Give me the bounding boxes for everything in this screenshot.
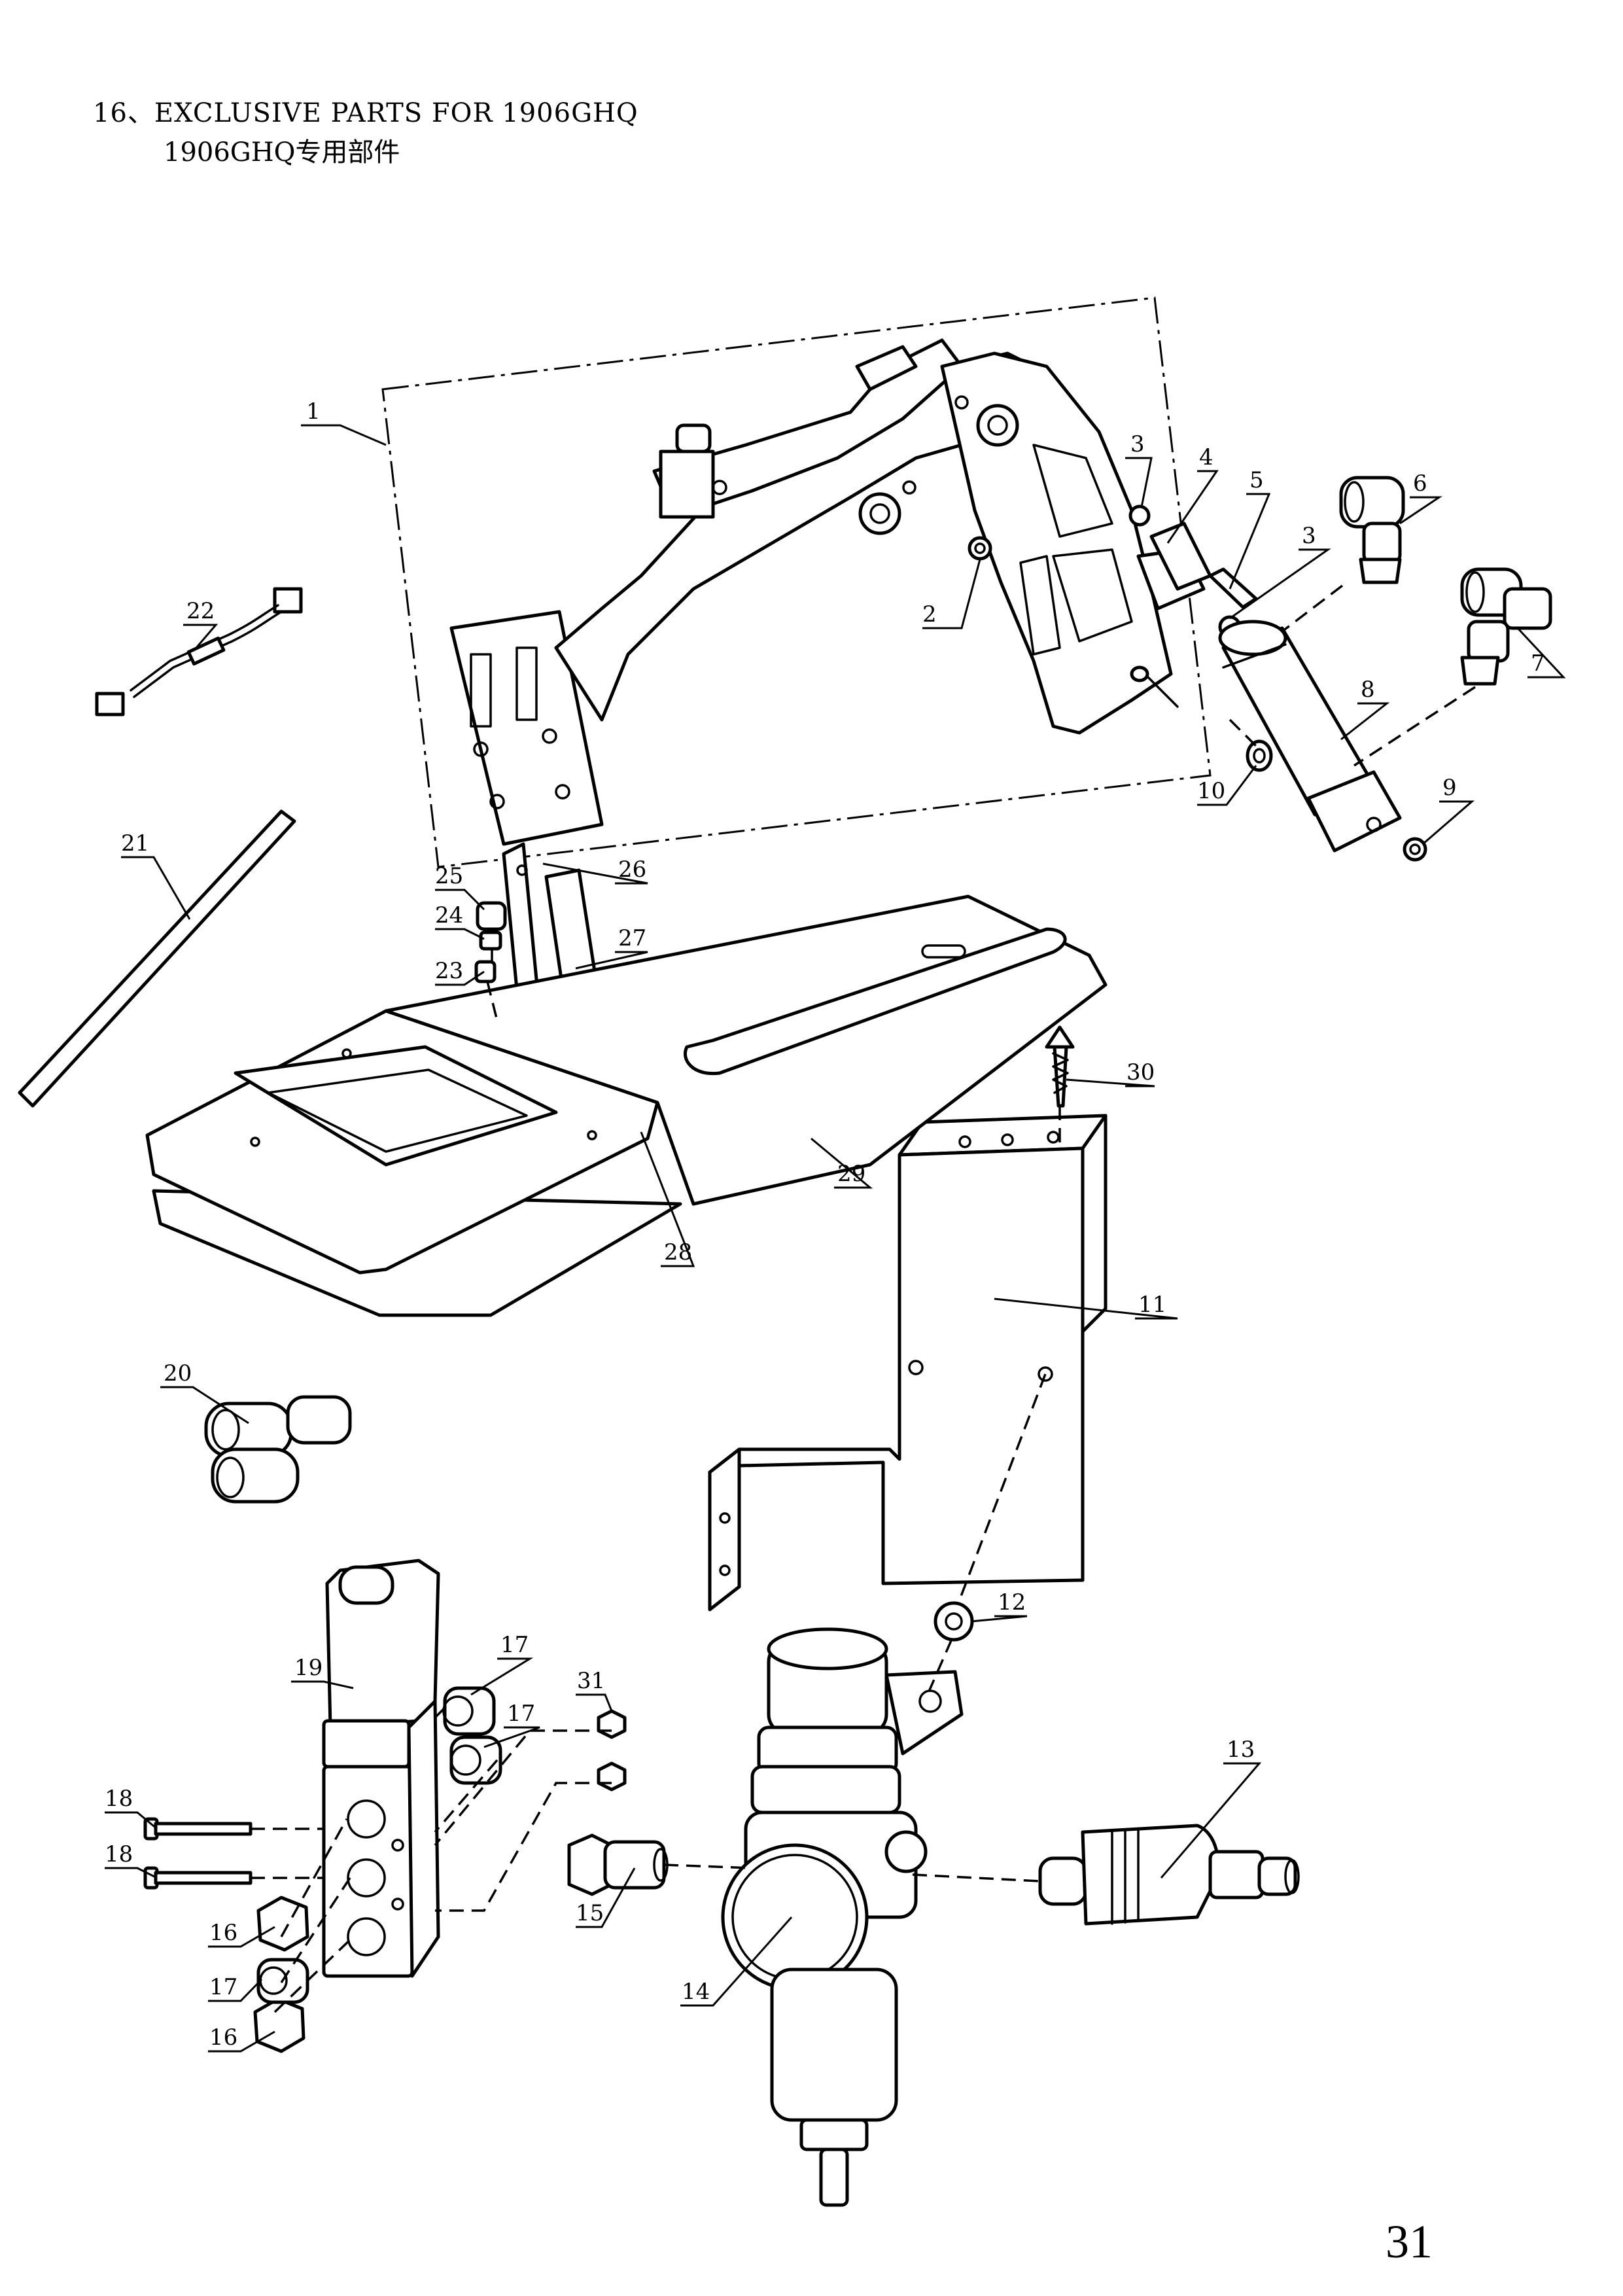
callout-18-upper: 18 <box>105 1786 133 1812</box>
part-31-nut-upper <box>597 1709 627 1739</box>
part-20-y-fitting <box>204 1395 352 1504</box>
callout-16-lower: 16 <box>209 2024 237 2051</box>
callout-17-upper: 17 <box>500 1632 529 1658</box>
part-16-plug-upper <box>256 1896 309 1952</box>
part-3-nut-upper <box>1128 504 1151 527</box>
callout-20: 20 <box>164 1360 192 1386</box>
part-24-washer <box>479 930 502 951</box>
part-25-screw <box>476 901 507 931</box>
callout-16-upper: 16 <box>209 1920 237 1946</box>
callout-numbers: 1 2 3 3 4 5 6 7 8 9 10 11 12 13 14 15 16… <box>105 398 1545 2051</box>
assembly-dashed-lines <box>251 584 1476 2013</box>
part-21-air-tube <box>18 809 296 1108</box>
part-31-nut-lower <box>597 1761 627 1792</box>
callout-25: 25 <box>435 863 463 889</box>
callout-30: 30 <box>1126 1059 1155 1086</box>
part-2-screw <box>968 536 992 561</box>
callout-17-lower: 17 <box>209 1974 237 2000</box>
callout-8: 8 <box>1361 677 1375 703</box>
part-29-slide-plate <box>384 894 1108 1206</box>
diagram-title: 16、EXCLUSIVE PARTS FOR 1906GHQ <box>93 98 638 128</box>
part-19-solenoid-valve <box>322 1559 440 1978</box>
callout-23: 23 <box>435 958 463 984</box>
callout-3-lower: 3 <box>1302 523 1316 549</box>
callout-22: 22 <box>186 598 215 624</box>
assembly-1-boundary <box>381 296 1212 868</box>
part-15-adapter <box>567 1833 669 1896</box>
callout-leader-lines <box>105 424 1566 2053</box>
part-18-bolt-lower <box>143 1866 253 1890</box>
part-11-mounting-bracket <box>708 1114 1108 1612</box>
callout-13: 13 <box>1227 1737 1255 1763</box>
callout-24: 24 <box>435 902 463 928</box>
callout-7: 7 <box>1531 650 1545 677</box>
callout-21: 21 <box>121 830 149 857</box>
part-30-wood-screw <box>1045 1025 1075 1108</box>
part-8-air-cylinder <box>1218 620 1402 853</box>
diagram-subtitle: 1906GHQ专用部件 <box>164 137 400 168</box>
page-number: 31 <box>1386 2216 1433 2268</box>
part-14-filter-regulator <box>721 1627 964 2207</box>
part-12-nut <box>934 1601 974 1642</box>
callout-1: 1 <box>306 398 321 425</box>
callout-14: 14 <box>682 1979 710 2005</box>
callout-11: 11 <box>1138 1292 1166 1318</box>
part-7-tee-fitting <box>1460 567 1552 686</box>
callout-3-upper: 3 <box>1130 431 1145 457</box>
part-22-wire-harness <box>95 587 303 716</box>
part-9-retaining-ring <box>1403 837 1427 862</box>
callout-26: 26 <box>618 857 646 883</box>
callout-18-lower: 18 <box>105 1841 133 1867</box>
part-18-bolt-upper <box>143 1817 253 1841</box>
part-1-arm-assembly <box>449 338 1206 846</box>
callout-17-middle: 17 <box>507 1701 535 1727</box>
callout-15: 15 <box>576 1900 604 1926</box>
callout-12: 12 <box>998 1589 1026 1616</box>
callout-2: 2 <box>922 601 937 627</box>
part-10-washer <box>1246 739 1273 772</box>
callout-28: 28 <box>664 1239 692 1265</box>
part-5-pin <box>1130 567 1258 708</box>
callout-4: 4 <box>1199 444 1213 470</box>
callout-31: 31 <box>577 1668 605 1694</box>
callout-29: 29 <box>837 1161 865 1187</box>
callout-9: 9 <box>1442 775 1457 801</box>
part-6-elbow-fitting <box>1339 476 1405 584</box>
part-13-quick-coupler <box>1038 1824 1300 1926</box>
part-23-nut <box>474 960 497 983</box>
callout-5: 5 <box>1249 467 1264 493</box>
part-17-fitting-upper <box>442 1686 496 1736</box>
callout-10: 10 <box>1197 778 1225 804</box>
callout-19: 19 <box>294 1655 323 1681</box>
callout-27: 27 <box>618 925 646 951</box>
callout-6: 6 <box>1413 470 1427 497</box>
